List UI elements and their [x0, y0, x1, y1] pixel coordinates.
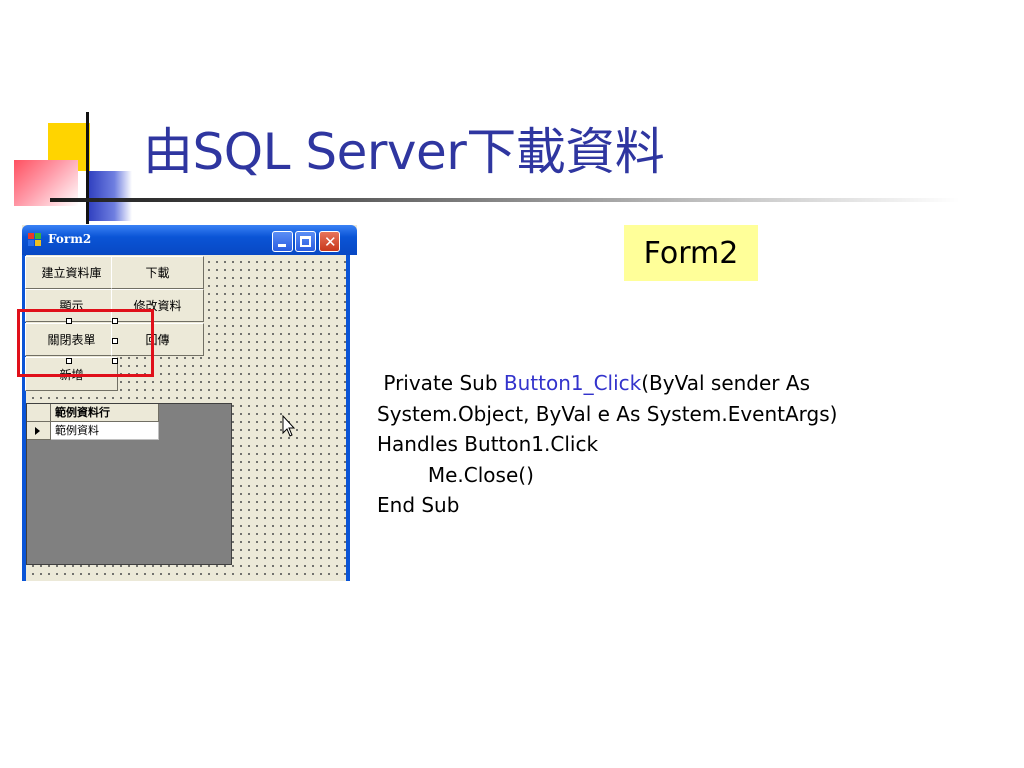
grid-corner	[27, 404, 51, 422]
logo-blue-square	[88, 171, 132, 221]
code-line2: System.Object, ByVal e As System.EventAr…	[377, 401, 838, 426]
code-line1-prefix: Private Sub	[377, 371, 504, 395]
title-underline	[50, 198, 960, 202]
selection-handle[interactable]	[66, 358, 72, 364]
code-line5: End Sub	[377, 493, 460, 517]
selection-handle[interactable]	[112, 318, 118, 324]
grid-column-header[interactable]: 範例資料行	[51, 404, 159, 422]
minimize-button[interactable]	[272, 231, 293, 252]
minimize-icon	[278, 244, 286, 247]
create-database-button[interactable]: 建立資料庫	[25, 256, 118, 289]
code-line3: Handles Button1.Click	[377, 432, 599, 456]
code-block: Private Sub Button1_Click(ByVal sender A…	[377, 368, 837, 521]
window-titlebar[interactable]: Form2 ✕	[22, 225, 357, 255]
highlight-box	[17, 309, 154, 377]
mouse-cursor-icon	[282, 415, 296, 437]
selection-handle[interactable]	[66, 318, 72, 324]
close-button[interactable]: ✕	[319, 231, 340, 252]
form-icon	[28, 233, 42, 247]
upload-button[interactable]: 回傳	[111, 323, 204, 356]
window-border-left	[22, 255, 26, 581]
maximize-icon	[300, 236, 311, 247]
selection-handle[interactable]	[112, 338, 118, 344]
code-method-name: Button1_Click	[503, 371, 642, 395]
slide-title: 由SQL Server下載資料	[143, 123, 665, 181]
close-icon: ✕	[324, 233, 337, 251]
data-grid[interactable]: 範例資料行 範例資料	[26, 403, 232, 565]
grid-row-header[interactable]	[27, 422, 51, 440]
logo-vertical-line	[86, 112, 89, 224]
window-title: Form2	[48, 232, 92, 246]
current-row-arrow-icon	[35, 427, 40, 435]
selection-handle[interactable]	[112, 358, 118, 364]
code-line1-suffix: (ByVal sender As	[641, 371, 810, 395]
download-button[interactable]: 下載	[111, 256, 204, 289]
window-border-right	[346, 255, 350, 581]
code-line4: Me.Close()	[377, 462, 534, 487]
form2-badge: Form2	[624, 225, 758, 281]
grid-cell[interactable]: 範例資料	[51, 422, 159, 440]
window-edge	[350, 255, 357, 581]
maximize-button[interactable]	[295, 231, 316, 252]
